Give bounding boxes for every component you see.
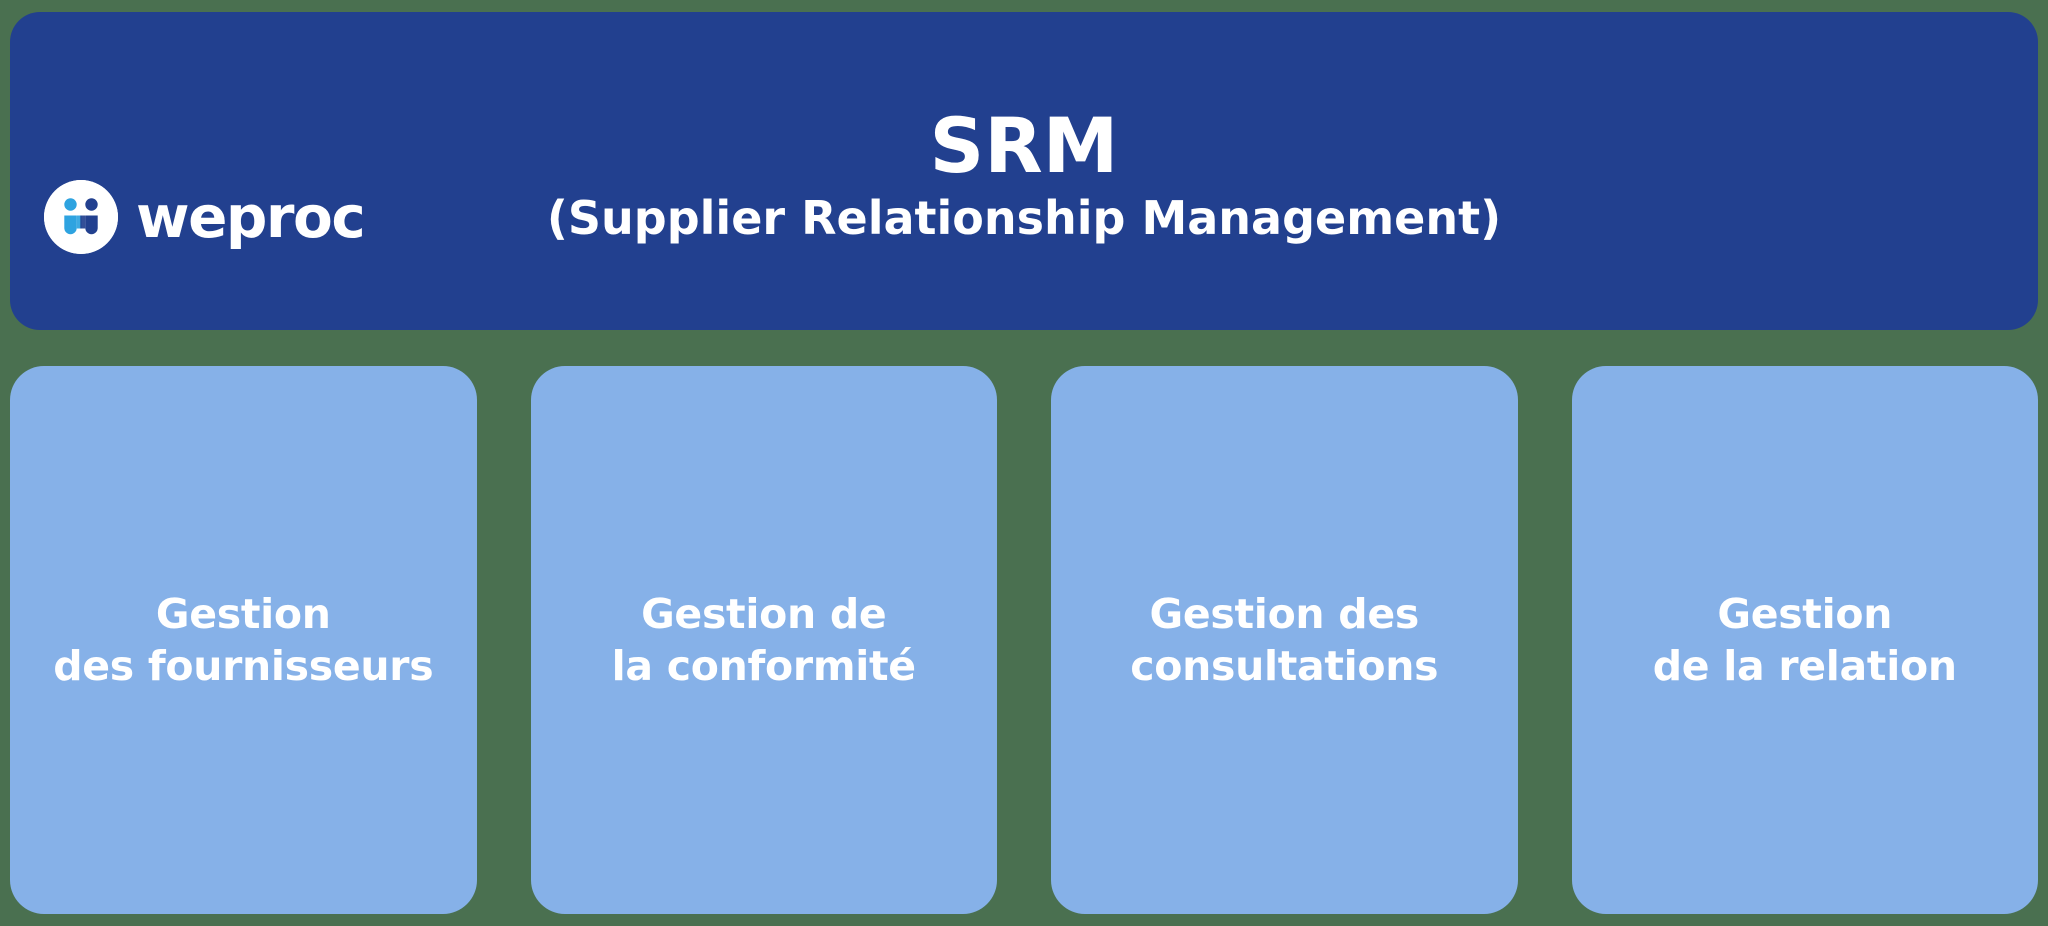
pillar-card-label: Gestion de la conformité bbox=[611, 589, 916, 690]
pillar-card-gestion-de-la-conformite[interactable]: Gestion de la conformité bbox=[530, 366, 997, 914]
pillar-card-label: Gestion des fournisseurs bbox=[53, 589, 434, 690]
weproc-wordmark: weproc bbox=[136, 183, 366, 251]
srm-banner: weproc SRM (Supplier Relationship Manage… bbox=[10, 12, 2038, 330]
weproc-logo: weproc bbox=[44, 180, 366, 254]
pillar-card-gestion-des-fournisseurs[interactable]: Gestion des fournisseurs bbox=[10, 366, 477, 914]
page-title: SRM bbox=[929, 101, 1119, 190]
pillar-card-label: Gestion de la relation bbox=[1652, 589, 1957, 690]
pillar-card-label: Gestion des consultations bbox=[1130, 589, 1439, 690]
weproc-circle-logo-icon bbox=[44, 180, 118, 254]
pillar-card-gestion-des-consultations[interactable]: Gestion des consultations bbox=[1051, 366, 1518, 914]
pillar-card-row: Gestion des fournisseurs Gestion de la c… bbox=[10, 366, 2038, 914]
pillar-card-gestion-de-la-relation[interactable]: Gestion de la relation bbox=[1571, 366, 2038, 914]
